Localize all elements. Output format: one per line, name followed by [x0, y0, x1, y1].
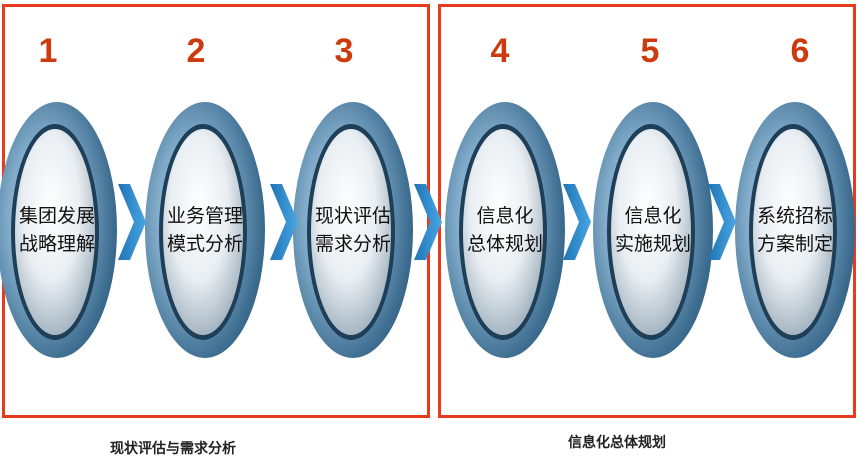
group-box-planning [438, 4, 856, 418]
step-number-1: 1 [38, 32, 58, 70]
step-node-2: 业务管理 模式分析 [140, 95, 270, 365]
step-number-3: 3 [334, 32, 354, 70]
step-number-2: 2 [186, 32, 206, 70]
step-label-5: 信息化 实施规划 [614, 205, 691, 255]
group-caption-assessment: 现状评估与需求分析 [110, 441, 236, 457]
ring-shape [735, 102, 855, 358]
ring-shape [0, 102, 117, 358]
step-label-4: 信息化 总体规划 [466, 205, 543, 255]
chevron-right-icon [270, 184, 298, 260]
step-number-6: 6 [790, 32, 810, 70]
step-node-6: 系统招标 方案制定 [730, 95, 859, 365]
chevron-right-icon [563, 184, 591, 260]
ring-shape [445, 102, 565, 358]
chevron-right-icon [708, 184, 736, 260]
step-node-3: 现状评估 需求分析 [288, 95, 418, 365]
step-node-1: 集团发展 战略理解 [0, 95, 122, 365]
step-label-6: 系统招标 方案制定 [756, 205, 833, 255]
step-node-4: 信息化 总体规划 [440, 95, 570, 365]
step-number-4: 4 [490, 32, 510, 70]
ring-shape [145, 102, 265, 358]
step-label-1: 集团发展 战略理解 [18, 205, 95, 255]
chevron-right-icon [414, 184, 442, 260]
step-number-5: 5 [640, 32, 660, 70]
chevron-right-icon [118, 184, 146, 260]
step-label-3: 现状评估 需求分析 [314, 205, 391, 255]
ring-shape [293, 102, 413, 358]
group-caption-planning: 信息化总体规划 [568, 435, 666, 451]
step-label-2: 业务管理 模式分析 [166, 205, 243, 255]
ring-shape [593, 102, 713, 358]
step-node-5: 信息化 实施规划 [588, 95, 718, 365]
